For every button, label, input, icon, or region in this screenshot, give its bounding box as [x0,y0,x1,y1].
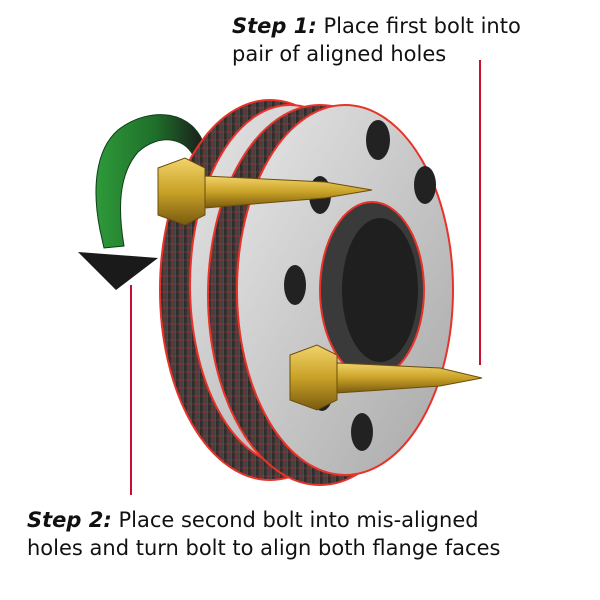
bolt-1 [157,157,373,226]
step1-label: Step 1: [232,14,317,38]
step1-text-line2: pair of aligned holes [232,42,447,66]
bolt-2 [289,344,483,411]
step2-text-line2: holes and turn bolt to align both flange… [27,536,501,560]
step2-caption: Step 2: Place second bolt into mis-align… [27,506,587,562]
step1-text: Place first bolt into [323,14,521,38]
rotation-arrow-icon [78,114,206,290]
step1-caption: Step 1: Place first bolt into pair of al… [232,12,582,68]
front-flange [207,104,454,486]
step2-label: Step 2: [27,508,112,532]
step2-text: Place second bolt into mis-aligned [118,508,479,532]
